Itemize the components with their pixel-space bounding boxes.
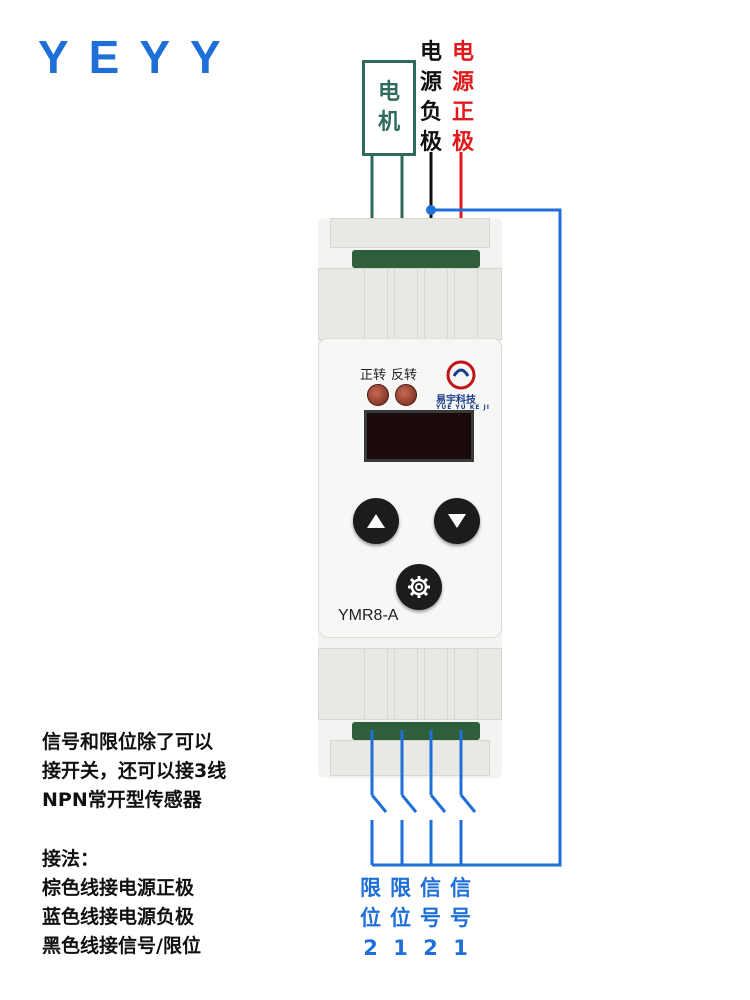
power-negative-label: 电 源 负 极 — [420, 38, 442, 158]
char: 限 — [360, 876, 381, 900]
slot — [364, 648, 388, 720]
slot — [424, 648, 448, 720]
arrow-up-icon — [367, 514, 385, 528]
wiring-line-1: 棕色线接电源正极 — [42, 877, 195, 899]
wiring-line-3: 黑色线接信号/限位 — [42, 935, 201, 957]
blue-common-wire — [372, 208, 562, 867]
slot — [454, 268, 478, 340]
wiring-heading: 接法： — [42, 848, 100, 870]
company-name-en: YUE YU KE JI — [436, 404, 491, 411]
char: 位 — [360, 906, 381, 930]
slot — [364, 268, 388, 340]
notes-wiring: 接法： 棕色线接电源正极 蓝色线接电源负极 黑色线接信号/限位 — [42, 845, 201, 961]
char: 电 — [420, 40, 443, 65]
char: 信 — [450, 876, 471, 900]
brand-logo: YEYY — [38, 31, 241, 83]
up-button[interactable] — [353, 498, 399, 544]
top-terminal-block — [352, 250, 480, 268]
led-reverse-label: 反转 — [391, 368, 418, 383]
terminal-label-signal-1: 信 号 1 — [450, 873, 471, 963]
char: 极 — [420, 130, 443, 155]
motor-label-box: 电 机 — [362, 60, 416, 156]
top-cover — [330, 218, 490, 248]
down-button[interactable] — [434, 498, 480, 544]
motor-label-top: 电 — [377, 80, 400, 105]
settings-button[interactable] — [396, 564, 442, 610]
slot — [394, 268, 418, 340]
char: 信 — [420, 876, 441, 900]
note-line-3: NPN常开型传感器 — [42, 789, 202, 811]
model-number: YMR8-A — [338, 607, 399, 624]
char: 1 — [453, 936, 468, 960]
char: 号 — [420, 906, 441, 930]
gear-icon — [408, 576, 430, 598]
motor-label-bottom: 机 — [377, 110, 400, 135]
char: 号 — [450, 906, 471, 930]
bottom-cover — [330, 740, 490, 776]
led-forward — [367, 384, 389, 406]
notes-sensor: 信号和限位除了可以 接开关，还可以接3线 NPN常开型传感器 — [42, 728, 226, 815]
terminal-label-limit-2: 限 位 2 — [360, 873, 381, 963]
slot — [424, 268, 448, 340]
slot — [394, 648, 418, 720]
char: 负 — [420, 100, 443, 125]
company-logo-icon — [446, 360, 476, 390]
note-line-2: 接开关，还可以接3线 — [42, 760, 227, 782]
power-positive-label: 电 源 正 极 — [452, 38, 474, 158]
char: 源 — [452, 70, 475, 95]
char: 限 — [390, 876, 411, 900]
char: 1 — [393, 936, 408, 960]
led-reverse — [395, 384, 417, 406]
wiring-line-2: 蓝色线接电源负极 — [42, 906, 195, 928]
char: 极 — [452, 130, 475, 155]
bottom-terminal-block — [352, 722, 480, 740]
char: 源 — [420, 70, 443, 95]
char: 位 — [390, 906, 411, 930]
char: 2 — [363, 936, 378, 960]
note-line-1: 信号和限位除了可以 — [42, 731, 214, 753]
led-forward-label: 正转 — [360, 368, 387, 383]
company-name: 易宇科技 — [436, 395, 476, 406]
char: 电 — [452, 40, 475, 65]
char: 正 — [452, 100, 475, 125]
arrow-down-icon — [448, 514, 466, 528]
terminal-label-signal-2: 信 号 2 — [420, 873, 441, 963]
terminal-label-limit-1: 限 位 1 — [390, 873, 411, 963]
digital-display — [364, 410, 474, 462]
slot — [454, 648, 478, 720]
char: 2 — [423, 936, 438, 960]
